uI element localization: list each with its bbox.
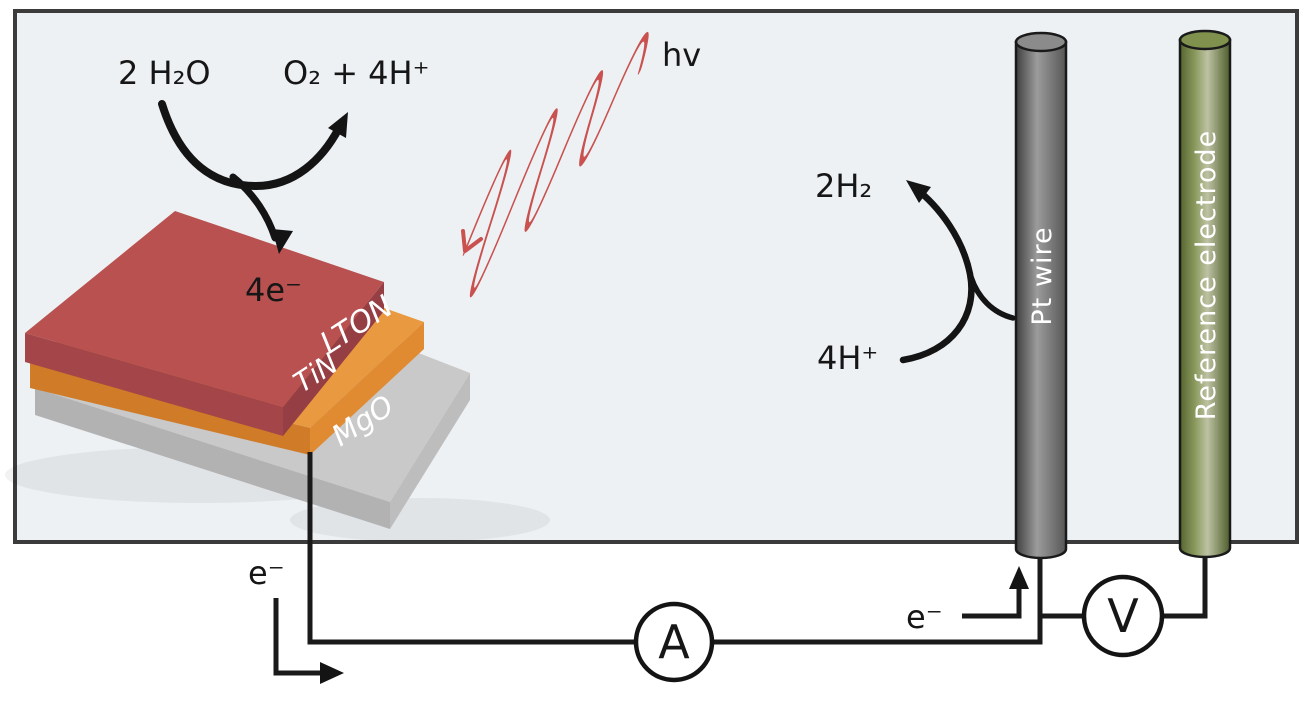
electron-flow-left-arrowhead: [320, 662, 344, 684]
pt-wire-electrode: Pt wire: [1014, 31, 1068, 560]
electrons-label: 4e⁻: [245, 271, 302, 309]
reduction-arrow-curve: [899, 183, 975, 364]
pt-wire-top-cap: [1014, 31, 1068, 53]
oxygen-label: O₂ + 4H⁺: [283, 54, 429, 92]
water-oxidation-arrow: [158, 100, 348, 254]
proton-reduction-arrow: [899, 180, 1016, 364]
photon-label: hv: [662, 36, 701, 74]
electron-transfer-arrowhead: [272, 229, 293, 254]
light-wave-arrowhead: [461, 229, 483, 253]
pt-wire-rod: [1014, 40, 1068, 560]
mgo-right-face: [390, 373, 470, 529]
tin-left-face: [30, 361, 310, 455]
wire-sample-to-ammeter: [307, 452, 636, 645]
lton-right-face: [283, 282, 384, 436]
ammeter-label: A: [658, 615, 690, 669]
electron-symbol-left: e⁻: [248, 554, 285, 592]
reference-electrode-label: Reference electrode: [1191, 130, 1222, 420]
light-wave: [461, 32, 649, 298]
voltmeter-label: V: [1107, 589, 1139, 643]
pt-wire-label: Pt wire: [1027, 226, 1058, 325]
electron-flow-left-line: [273, 598, 322, 676]
electron-flow-right-line: [962, 584, 1022, 619]
mgo-left-face: [35, 388, 390, 529]
electron-symbol-right: e⁻: [906, 598, 943, 636]
reduction-arrowhead: [906, 180, 931, 203]
tin-right-face: [310, 322, 424, 455]
reduction-wire-branch: [968, 274, 1016, 321]
electron-flow-arrow-left: [273, 598, 344, 684]
reference-electrode-top-cap: [1178, 29, 1232, 51]
wire-voltmeter-to-reference: [1163, 556, 1208, 619]
lton-left-face: [25, 333, 283, 436]
reference-electrode: Reference electrode: [1178, 29, 1232, 559]
reference-electrode-rod: [1178, 38, 1232, 559]
water-label: 2 H₂O: [118, 54, 211, 92]
electron-flow-arrow-right: [962, 566, 1029, 619]
oxidation-arrowhead: [328, 112, 348, 138]
oxidation-arrow-curve: [158, 100, 343, 191]
ammeter-circle: [633, 601, 715, 683]
light-wave-path: [462, 32, 649, 298]
lton-top-face: [25, 211, 384, 407]
voltmeter-circle: [1081, 574, 1165, 658]
electron-flow-right-arrowhead: [1009, 566, 1029, 589]
layer-lton: [25, 211, 384, 436]
protons-label: 4H⁺: [817, 339, 878, 377]
hydrogen-label: 2H₂: [815, 167, 872, 205]
wire-ammeter-to-pt: [712, 552, 1043, 645]
